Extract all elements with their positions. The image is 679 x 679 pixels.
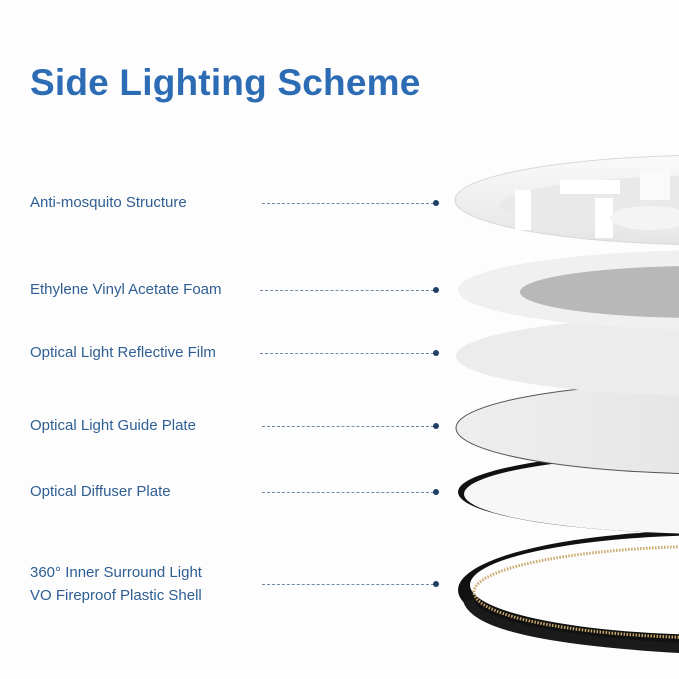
shell-ring-layer [458,530,679,653]
leader-line [260,353,434,354]
leader-line [262,492,434,493]
leader-dot [433,581,439,587]
label-surround-light-shell: 360° Inner Surround Light VO Fireproof P… [30,561,202,607]
leader-dot [433,489,439,495]
anti-mosquito-structure-layer [454,155,679,245]
light-guide-plate-layer [455,382,679,474]
leader-dot [433,350,439,356]
label-anti-mosquito-structure: Anti-mosquito Structure [30,194,187,211]
label-light-guide-plate: Optical Light Guide Plate [30,417,196,434]
label-line-2: VO Fireproof Plastic Shell [30,587,202,604]
leader-line [262,584,434,585]
leader-dot [433,200,439,206]
eva-foam-layer [458,250,679,330]
label-line-1: 360° Inner Surround Light [30,564,202,581]
page-title: Side Lighting Scheme [30,62,421,103]
leader-line [260,290,434,291]
leader-line [262,426,434,427]
label-eva-foam: Ethylene Vinyl Acetate Foam [30,281,222,298]
label-diffuser-plate: Optical Diffuser Plate [30,483,171,500]
label-reflective-film: Optical Light Reflective Film [30,344,216,361]
leader-line [262,203,434,204]
leader-dot [433,287,439,293]
reflective-film-layer [456,316,679,396]
leader-dot [433,423,439,429]
